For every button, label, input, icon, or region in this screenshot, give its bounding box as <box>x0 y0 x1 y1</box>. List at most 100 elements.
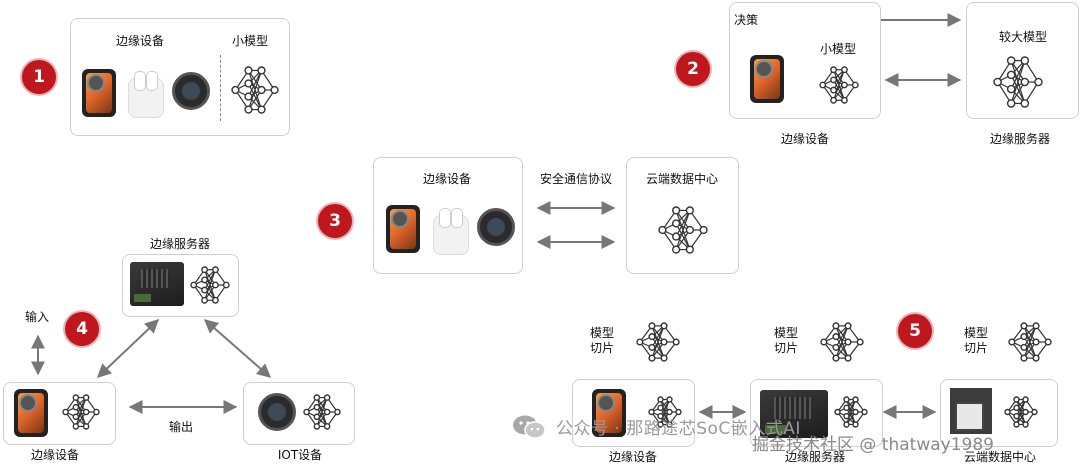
cloud-datacenter-caption: 云端数据中心 <box>963 450 1037 464</box>
smartphone-icon <box>750 55 784 103</box>
edge-server-caption: 边缘服务器 <box>989 132 1051 146</box>
nn-node <box>844 354 852 362</box>
neural-network-icon <box>993 56 1043 108</box>
wechat-icon <box>513 415 546 439</box>
nn-node <box>672 219 681 228</box>
step-badge-3: 3 <box>318 204 352 238</box>
smartwatch-icon <box>172 72 210 110</box>
nn-node <box>72 413 80 421</box>
nn-node <box>1020 354 1028 362</box>
nn-edge <box>659 399 671 425</box>
nn-node <box>672 338 680 346</box>
nn-edge <box>833 79 845 101</box>
nn-node <box>675 408 682 416</box>
nn-edge <box>651 325 665 348</box>
nn-node <box>1006 99 1016 108</box>
nn-node <box>648 354 656 362</box>
arrow-server-iot <box>203 319 272 378</box>
nn-node <box>841 81 848 89</box>
nn-node <box>852 408 859 416</box>
nn-node <box>844 322 852 330</box>
site-watermark: 掘金技术社区 @ thatway1989 <box>752 435 994 455</box>
edge-devices-label: 边缘设备 <box>115 34 165 48</box>
neural-network-icon <box>636 322 680 362</box>
nn-node <box>1013 396 1020 403</box>
earbuds-icon <box>128 71 164 118</box>
nn-node <box>852 396 859 403</box>
nn-edge <box>1010 60 1026 90</box>
nn-node <box>666 396 673 403</box>
nn-node <box>636 338 644 346</box>
nn-edge <box>75 397 87 427</box>
model-slice-label-c: 模型 切片 <box>964 326 989 355</box>
nn-node <box>222 281 230 289</box>
nn-edge <box>75 406 87 427</box>
nn-node <box>1006 84 1016 94</box>
nn-edge <box>204 269 216 301</box>
nn-node <box>841 96 848 104</box>
nn-node <box>201 276 208 284</box>
nn-edge <box>1023 336 1037 359</box>
nn-node <box>1020 56 1030 65</box>
nn-node <box>1006 70 1016 80</box>
smartphone-icon <box>14 389 48 437</box>
nn-node <box>672 245 681 254</box>
nn-edge <box>675 210 691 237</box>
step-badge-4: 4 <box>65 312 99 346</box>
edge-device-caption: 边缘设备 <box>780 132 830 146</box>
nn-node <box>1034 77 1043 87</box>
nn-node <box>843 404 850 412</box>
edge-device-label: 边缘设备 <box>422 172 472 186</box>
nn-edge <box>845 399 857 425</box>
edge-device-caption: 边缘设备 <box>30 448 80 462</box>
nn-node <box>303 408 310 416</box>
nn-node <box>334 408 341 416</box>
arrow-server-device <box>96 319 160 378</box>
nn-node <box>1020 99 1030 108</box>
nn-node <box>212 266 219 274</box>
nn-node <box>685 225 694 235</box>
nn-node <box>1013 421 1020 428</box>
nn-node <box>657 412 664 420</box>
nn-node <box>1020 343 1028 351</box>
nn-node <box>685 206 694 215</box>
iot-device-caption: IOT设备 <box>277 448 323 462</box>
nn-node <box>1020 77 1030 87</box>
nn-edge <box>835 336 849 359</box>
decision-label: 决策 <box>734 13 759 27</box>
step-badge-5: 5 <box>898 314 932 348</box>
nn-node <box>820 338 828 346</box>
nn-node <box>832 343 840 351</box>
nn-node <box>851 81 859 89</box>
neural-network-icon <box>62 394 100 430</box>
smartphone-icon <box>386 205 420 253</box>
step-badge-2: 2 <box>676 52 710 86</box>
nn-node <box>657 421 664 428</box>
nn-node <box>1013 412 1020 420</box>
nn-node <box>1004 408 1011 416</box>
nn-node <box>1020 333 1028 341</box>
neural-network-icon <box>1004 396 1038 428</box>
neural-network-icon <box>820 322 864 362</box>
nn-node <box>830 96 837 104</box>
nn-edge <box>835 325 849 359</box>
smartphone-icon <box>592 389 626 437</box>
nn-node <box>72 423 80 430</box>
smartwatch-icon <box>258 393 296 431</box>
nn-node <box>313 423 321 430</box>
nn-node <box>313 403 321 411</box>
model-slice-label-b: 模型 切片 <box>774 326 799 355</box>
nn-edge <box>1015 399 1027 425</box>
nn-node <box>1008 338 1016 346</box>
nn-node <box>660 322 668 330</box>
neural-network-icon <box>190 266 230 304</box>
neural-network-icon <box>231 66 279 114</box>
nn-node <box>190 281 198 289</box>
nn-node <box>657 396 664 403</box>
server-rack-icon <box>950 388 992 434</box>
nn-node <box>830 76 837 84</box>
nn-node <box>244 66 253 75</box>
small-model-label: 小模型 <box>819 42 857 56</box>
nn-node <box>666 408 673 416</box>
